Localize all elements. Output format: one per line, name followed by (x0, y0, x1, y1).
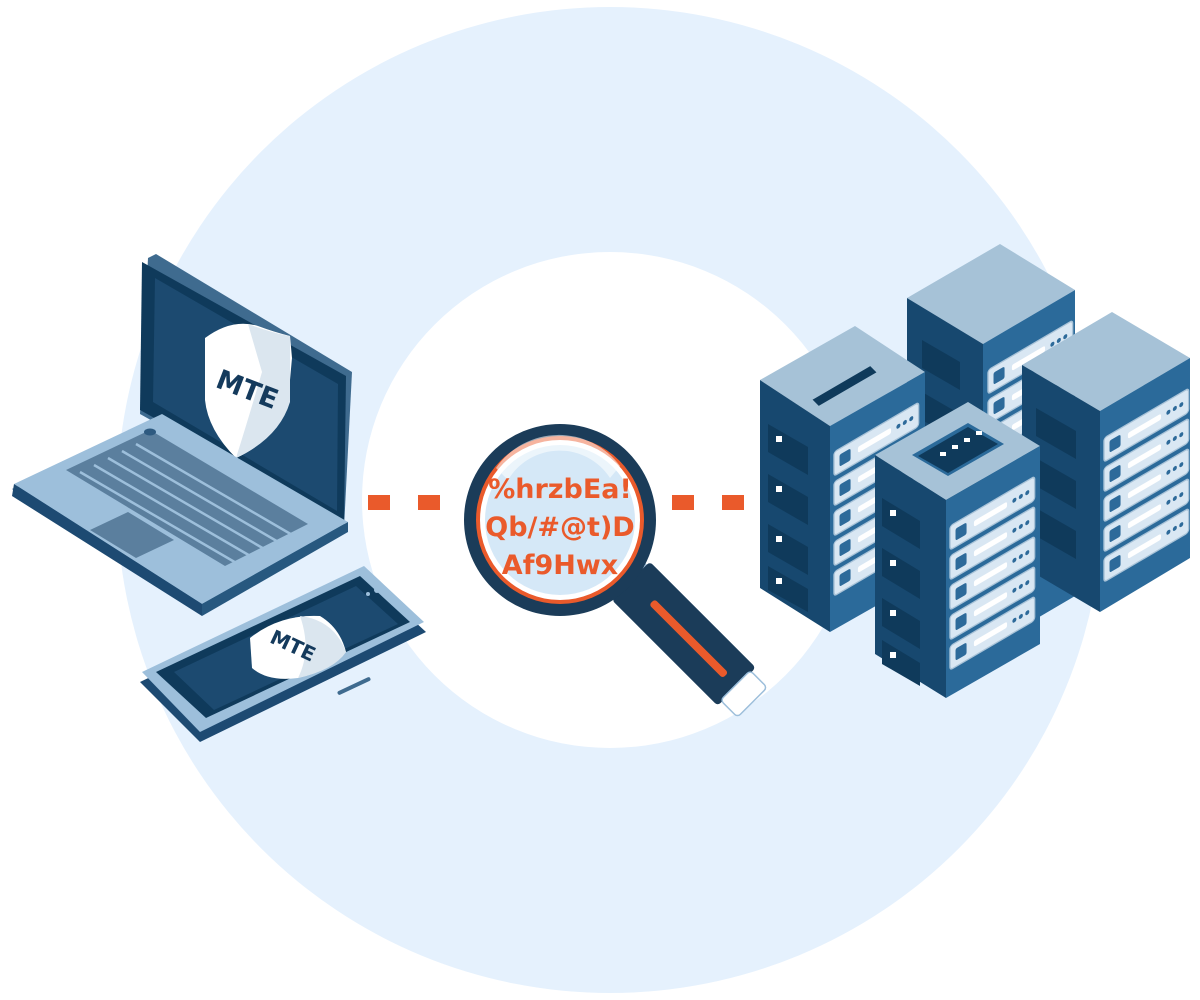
connection-right-dashes (672, 495, 744, 510)
cipher-line-1: %hrzbEa! (488, 474, 632, 505)
magnifier: %hrzbEa! Qb/#@t)D Af9Hwx (464, 424, 767, 717)
laptop-shield-icon (205, 323, 292, 458)
laptop: MTE (12, 254, 352, 616)
server-right (1022, 312, 1190, 612)
connection-left-dashes (368, 495, 440, 510)
tablet-shield-icon (250, 615, 346, 679)
server-front (875, 402, 1040, 698)
tablet: MTE (140, 566, 426, 742)
cipher-line-2: Qb/#@t)D (485, 512, 634, 543)
cipher-line-3: Af9Hwx (502, 550, 618, 581)
